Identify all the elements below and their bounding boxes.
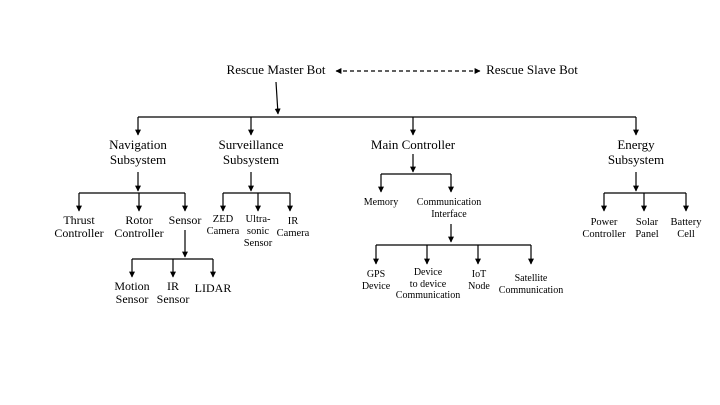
node-iot-node: IoT Node bbox=[468, 269, 490, 292]
node-main-controller: Main Controller bbox=[370, 137, 456, 152]
node-ir-sensor: IR Sensor bbox=[156, 279, 190, 307]
node-ir-camera: IR Camera bbox=[276, 216, 310, 239]
node-energy-subsystem: Energy Subsystem bbox=[607, 137, 665, 167]
node-memory: Memory bbox=[363, 197, 399, 208]
node-power-controller: Power Controller bbox=[582, 217, 626, 240]
node-gps-device: GPS Device bbox=[361, 269, 391, 292]
node-sensor: Sensor bbox=[168, 213, 202, 227]
master-down-arrow bbox=[274, 81, 281, 115]
node-device-to-device: Device to device Communication bbox=[395, 267, 461, 301]
node-thrust-controller: Thrust Controller bbox=[54, 213, 104, 241]
node-satellite-communication: Satellite Communication bbox=[498, 273, 564, 296]
node-motion-sensor: Motion Sensor bbox=[114, 279, 150, 307]
node-ultrasonic-sensor: Ultra- sonic Sensor bbox=[243, 214, 273, 249]
node-navigation-subsystem: Navigation Subsystem bbox=[109, 137, 167, 167]
node-solar-panel: Solar Panel bbox=[635, 217, 659, 240]
node-rescue-slave-bot: Rescue Slave Bot bbox=[486, 62, 578, 77]
node-communication-interface: Communication Interface bbox=[416, 197, 482, 220]
node-lidar: LIDAR bbox=[194, 281, 232, 295]
node-surveillance-subsystem: Surveillance Subsystem bbox=[218, 137, 284, 167]
node-rotor-controller: Rotor Controller bbox=[114, 213, 164, 241]
node-zed-camera: ZED Camera bbox=[206, 214, 240, 237]
node-rescue-master-bot: Rescue Master Bot bbox=[226, 62, 326, 77]
node-battery-cell: Battery Cell bbox=[670, 217, 702, 240]
